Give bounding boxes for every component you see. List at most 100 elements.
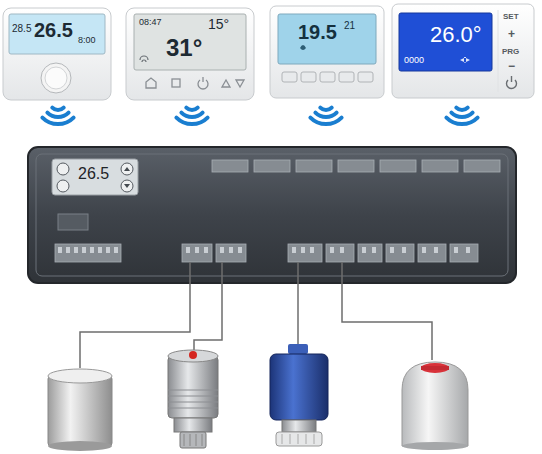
actuator-part [282, 434, 314, 444]
thermostat-casing-part-part [172, 79, 180, 87]
wireless-symbol-part [176, 108, 207, 124]
wire-part [342, 262, 432, 360]
terminal-strip-part [216, 244, 246, 262]
controller-housing-part [124, 167, 130, 188]
button-label: SET [503, 13, 519, 21]
terminal-teeth-part [229, 247, 233, 253]
thermostat-casing-part [399, 13, 492, 71]
actuator-part-part [168, 390, 218, 391]
lcd-time: 0000 [404, 56, 424, 65]
terminal-strip-part [338, 160, 374, 172]
actuator-part [48, 441, 112, 451]
terminal-teeth-part [301, 247, 305, 253]
actuator-part [402, 442, 468, 450]
terminal-strip-part [386, 244, 414, 262]
thermostat-casing-part [140, 56, 148, 62]
actuator-part [168, 350, 218, 362]
lcd-reading: 15° [208, 17, 229, 31]
terminal-teeth-part [292, 247, 296, 253]
terminal-strip-part [422, 160, 458, 172]
controller-housing-part [52, 159, 138, 195]
thermostat-casing-part [45, 67, 67, 89]
controller: 26.5 [28, 147, 516, 283]
terminal-teeth-part [372, 247, 376, 253]
display-temperature: 26.5 [78, 166, 109, 182]
button-label: + [508, 28, 515, 40]
terminal-teeth-part [98, 247, 102, 253]
terminal-teeth-part [238, 247, 242, 253]
actuator-part [48, 376, 112, 446]
actuator-part-part [196, 434, 197, 446]
wireless-symbol-part [42, 108, 73, 124]
terminal-strip-part [326, 244, 354, 262]
thermostat-casing-part [3, 8, 111, 100]
wireless-symbol-part [446, 108, 477, 124]
terminal-teeth-part [90, 247, 94, 253]
terminal-strip-part [212, 160, 248, 172]
actuator-part-part [190, 434, 191, 446]
terminal-teeth-part [402, 247, 406, 253]
thermostat-casing-part [282, 72, 373, 82]
thermostat-casing-part-part [358, 72, 373, 82]
actuator [402, 362, 468, 450]
controller-housing [28, 147, 516, 283]
thermostat-casing-part-part [339, 72, 354, 82]
actuator [48, 369, 112, 451]
button-label: − [508, 60, 515, 72]
lcd-reading: 28.5 [12, 24, 31, 34]
thermostat-casing [3, 8, 111, 100]
terminal-teeth-part [390, 247, 394, 253]
thermostat-casing-part [146, 77, 244, 89]
terminal-teeth-part [106, 247, 110, 253]
terminal-strip [55, 160, 500, 262]
actuator-part-part [168, 402, 218, 403]
actuator [168, 350, 218, 448]
terminal-strip-part [55, 244, 121, 262]
thermostat-casing-part [134, 14, 246, 70]
thermostat-casing-part [300, 45, 306, 50]
button-label: PRG [502, 48, 519, 56]
thermostat-casing-part [9, 14, 105, 54]
lcd-temperature: 31° [166, 36, 202, 60]
terminal-teeth-part [330, 247, 334, 253]
thermostat-casing-part [498, 10, 499, 92]
actuator-part [282, 420, 316, 432]
terminal-teeth-part [310, 247, 314, 253]
terminal-teeth-part [204, 247, 208, 253]
terminal-teeth-part [362, 247, 366, 253]
controller-housing-part [57, 163, 69, 175]
thermostat-casing [392, 4, 534, 98]
wire-part [297, 262, 299, 344]
controller-housing-part [57, 180, 69, 192]
actuator-part-part [314, 434, 315, 444]
thermostat-casing-part-part [460, 57, 470, 63]
wire-part [194, 262, 222, 350]
actuator-part [421, 363, 449, 373]
actuator-part [402, 362, 468, 446]
terminal-teeth-part [195, 247, 199, 253]
terminal-teeth-part [340, 247, 344, 253]
terminal-teeth-part [454, 247, 458, 253]
thermostat-casing-part [392, 4, 534, 98]
terminal-strip-part [418, 244, 446, 262]
actuator-part [288, 344, 308, 354]
actuator-part [180, 432, 206, 448]
lcd-time: 8:00 [78, 36, 96, 45]
actuator-part [189, 351, 197, 359]
lcd-temperature: 26.0° [430, 24, 482, 46]
terminal-teeth-part [220, 247, 224, 253]
terminal-teeth-part [74, 247, 78, 253]
thermostat: 28.526.58:00 [3, 8, 111, 100]
controller-housing-part [58, 214, 88, 230]
thermostat-casing-part [278, 14, 376, 64]
thermostat-casing-part-part [140, 56, 148, 62]
actuator-part [48, 369, 112, 383]
lcd-time: 08:47 [139, 18, 162, 27]
actuator-part-part [290, 434, 291, 444]
controller-housing-part [28, 147, 516, 283]
thermostat-casing-part-part [511, 76, 512, 82]
thermostat: 08:47 15° 31° [126, 8, 254, 100]
thermostat-casing-part [41, 63, 71, 93]
lcd-temperature: 19.5 [298, 22, 337, 42]
wire [80, 262, 432, 368]
